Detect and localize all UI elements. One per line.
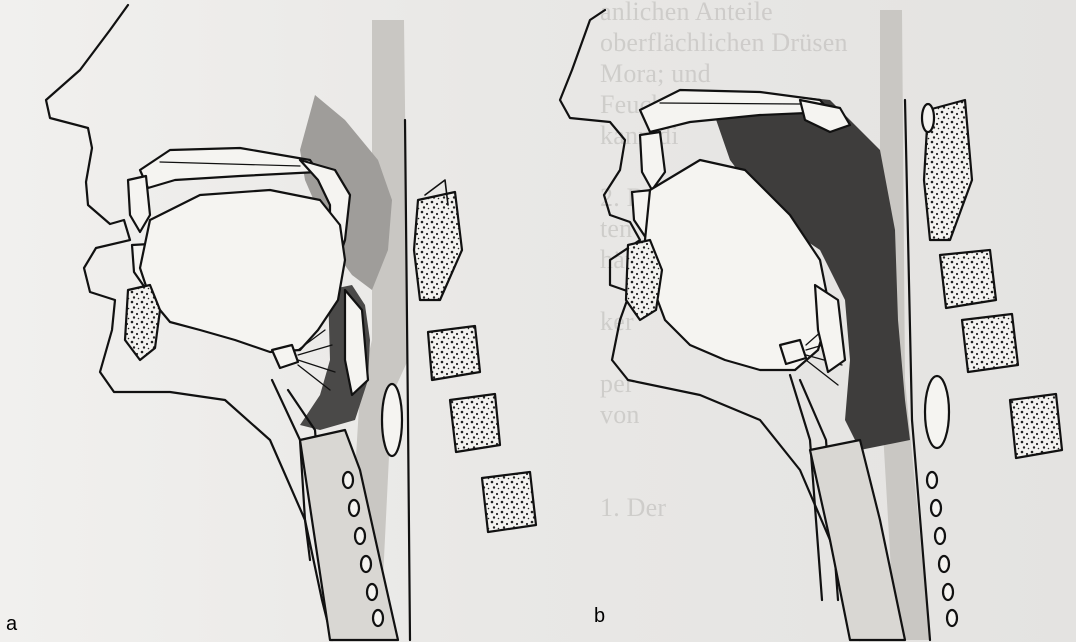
mandible-a — [125, 285, 160, 360]
panel-b-sagittal-section — [560, 10, 1062, 640]
hard-palate-a — [140, 148, 318, 188]
panel-label-b: b — [594, 605, 605, 628]
oesophagus-a — [382, 384, 402, 456]
larynx-b — [790, 375, 822, 600]
upper-teeth-b — [640, 132, 665, 190]
vertebrae-a — [414, 192, 536, 532]
hyoid-a — [272, 345, 298, 368]
upper-teeth-a — [128, 176, 150, 232]
panel-label-a: a — [6, 613, 17, 636]
spinal-line-a — [405, 120, 410, 640]
tongue-a — [140, 190, 345, 352]
tracheal-rings-b — [927, 472, 957, 626]
oesophagus-b — [925, 376, 949, 448]
panel-a-sagittal-section — [46, 5, 536, 640]
